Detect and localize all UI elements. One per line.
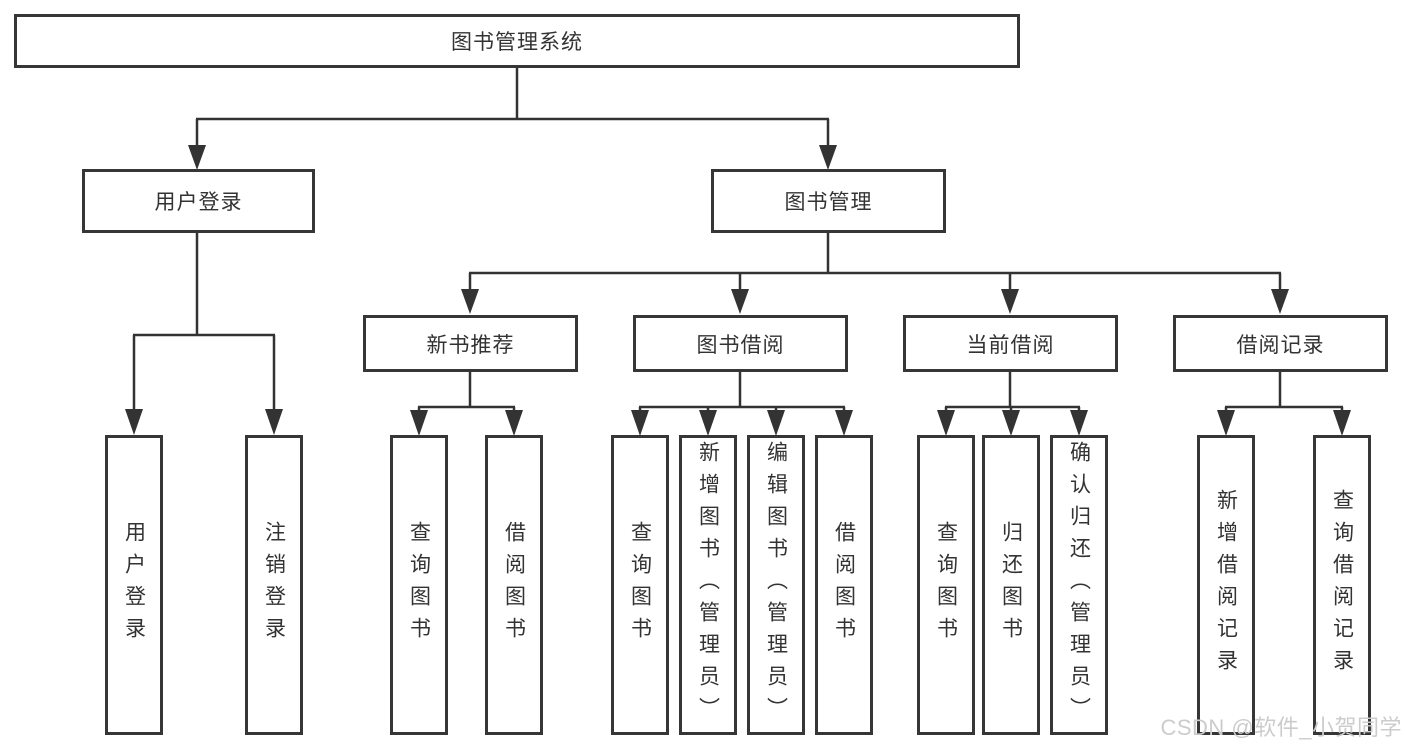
- leaf-edit-books-admin: 编辑图书（管理员）: [747, 435, 805, 735]
- leaf-return-books: 归还图书: [982, 435, 1040, 735]
- leaf-label: 归还图书: [999, 521, 1023, 649]
- leaf-label: 新增借阅记录: [1214, 489, 1238, 681]
- node-label: 新书推荐: [426, 333, 515, 357]
- leaf-label: 查询图书: [934, 521, 958, 649]
- node-label: 用户登录: [154, 191, 243, 214]
- leaf-borrow-books: 借阅图书: [815, 435, 873, 735]
- leaf-label: 借阅图书: [502, 521, 526, 649]
- node-borrowing-records: 借阅记录: [1173, 315, 1388, 372]
- leaf-label: 确认归还（管理员）: [1067, 441, 1091, 729]
- leaf-label: 编辑图书（管理员）: [764, 441, 788, 729]
- node-label: 图书管理系统: [451, 31, 583, 54]
- leaf-label: 查询图书: [407, 521, 431, 649]
- leaf-label: 查询借阅记录: [1330, 489, 1354, 681]
- node-label: 图书借阅: [696, 333, 785, 357]
- node-label: 当前借阅: [966, 333, 1055, 357]
- leaf-query-books-borrow: 查询图书: [611, 435, 669, 735]
- leaf-query-books-recommend: 查询图书: [390, 435, 448, 735]
- leaf-label: 用户登录: [122, 521, 146, 649]
- node-book-management-system: 图书管理系统: [14, 14, 1020, 68]
- node-label: 借阅记录: [1236, 333, 1325, 357]
- node-current-borrowing: 当前借阅: [903, 315, 1118, 372]
- node-new-book-recommendation: 新书推荐: [363, 315, 578, 372]
- leaf-add-books-admin: 新增图书（管理员）: [679, 435, 737, 735]
- leaf-user-login: 用户登录: [105, 435, 163, 735]
- node-book-management: 图书管理: [711, 169, 946, 233]
- leaf-label: 查询图书: [628, 521, 652, 649]
- csdn-watermark: CSDN @软件_小贺同学: [1160, 715, 1402, 740]
- arrowhead-icons: [125, 145, 1351, 436]
- leaf-query-borrow-record: 查询借阅记录: [1313, 435, 1371, 735]
- leaf-confirm-return-admin: 确认归还（管理员）: [1050, 435, 1108, 735]
- node-label: 图书管理: [784, 191, 873, 214]
- node-book-borrowing: 图书借阅: [633, 315, 848, 372]
- leaf-borrow-books-recommend: 借阅图书: [485, 435, 543, 735]
- leaf-label: 借阅图书: [832, 521, 856, 649]
- leaf-query-books-current: 查询图书: [917, 435, 975, 735]
- leaf-label: 新增图书（管理员）: [696, 441, 720, 729]
- leaf-label: 注销登录: [262, 521, 286, 649]
- leaf-logout: 注销登录: [245, 435, 303, 735]
- node-user-login: 用户登录: [82, 169, 315, 233]
- leaf-add-borrow-record: 新增借阅记录: [1197, 435, 1255, 735]
